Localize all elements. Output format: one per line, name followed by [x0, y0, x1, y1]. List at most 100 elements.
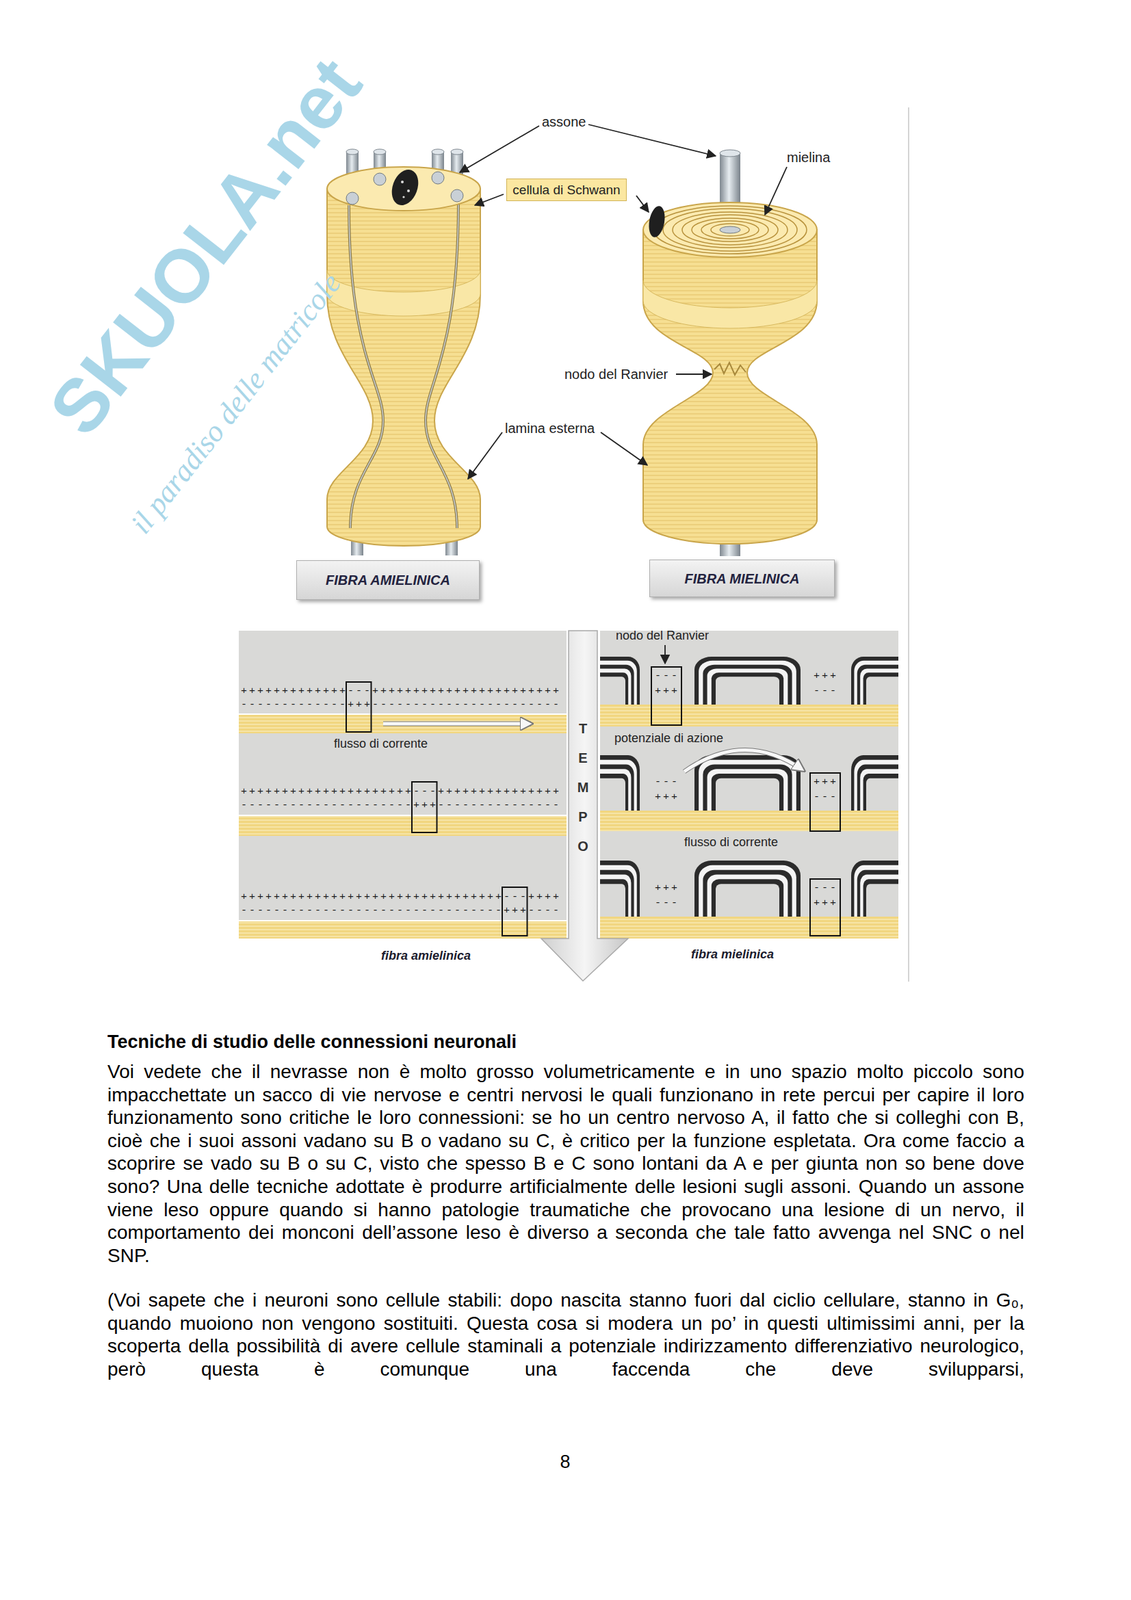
- body-paragraph: (Voi sapete che i neuroni sono cellule s…: [107, 1289, 1025, 1381]
- watermark: SKUOLA.net: [34, 43, 377, 450]
- myelin-lamella: [653, 205, 807, 254]
- myelin-segment: [851, 755, 899, 862]
- charge-row: ++++++++++++++++++++++++++++++++---++++: [240, 891, 562, 904]
- leader-line: [636, 195, 649, 213]
- external-lamina-band: [327, 270, 481, 317]
- nucleus: [387, 165, 423, 209]
- myelin-segment: [600, 755, 640, 862]
- box-label: cellula di Schwann: [512, 182, 620, 198]
- charge-row: --------------------------------+++----: [240, 905, 562, 918]
- axon-section: [719, 226, 741, 234]
- figure-title-box: FIBRA AMIELINICA: [296, 560, 480, 601]
- figure-title-box: FIBRA MIELINICA: [649, 559, 835, 598]
- charge-mark: +++: [813, 670, 839, 683]
- membrane-line: [238, 713, 567, 715]
- part-label: mielina: [786, 149, 830, 166]
- nucleus-dot: [407, 189, 410, 193]
- axon-band: [600, 916, 899, 939]
- membrane-line: [238, 814, 567, 817]
- leader-line: [664, 645, 666, 664]
- axon-band: [600, 704, 899, 727]
- axon-section: [431, 171, 445, 185]
- axon-end: [373, 149, 386, 155]
- myelin-lamella: [701, 221, 759, 239]
- nucleus-dot: [400, 180, 404, 184]
- panel-ground: [238, 630, 567, 939]
- charge-row: +++++++++++++---+++++++++++++++++++++++: [240, 685, 562, 698]
- nucleus: [646, 204, 668, 239]
- body-paragraph: Voi vedete che il nevrasse non è molto g…: [107, 1060, 1025, 1268]
- myelin-lamella: [710, 223, 750, 237]
- leader-line: [764, 166, 787, 215]
- myelin-lamella: [672, 212, 788, 248]
- leader-line: [468, 432, 503, 479]
- external-lamina-band: [643, 280, 817, 329]
- myelin-segment: [851, 656, 899, 749]
- myelinated-conduction: [567, 645, 927, 969]
- axon-section: [373, 173, 386, 186]
- axon-groove: [425, 202, 459, 529]
- axon-band: [238, 714, 567, 734]
- panel-caption: fibra amielinica: [381, 948, 471, 964]
- charge-mark: ---: [654, 670, 680, 683]
- current-label: flusso di corrente: [333, 736, 428, 752]
- action-potential-box: [810, 879, 841, 936]
- axon-band: [600, 810, 899, 832]
- myelin-segments: [600, 656, 899, 939]
- action-potential-box: [651, 667, 682, 726]
- fibre-top-face: [643, 202, 817, 258]
- axon-section: [346, 192, 359, 205]
- part-label: assone: [541, 113, 587, 130]
- axon-end: [719, 149, 741, 157]
- figure-border: [907, 107, 910, 982]
- part-label: lamina esterna: [504, 420, 595, 437]
- axon-end: [346, 149, 359, 155]
- membrane-line: [238, 920, 567, 922]
- callout-box: cellula di Schwann: [506, 178, 627, 202]
- charge-mark: +++: [654, 685, 680, 698]
- axon-end: [450, 149, 464, 155]
- section-heading: Tecniche di studio delle connessioni neu…: [107, 1031, 517, 1053]
- current-label: flusso di corrente: [684, 834, 778, 850]
- myelinated-fibre: [643, 149, 817, 557]
- part-label: potenziale di azione: [614, 730, 724, 746]
- charge-row: +++++++++++++++++++++---+++++++++++++++: [240, 786, 562, 799]
- charge-mark: +++: [813, 776, 839, 789]
- charge-mark: ---: [654, 776, 680, 789]
- myelin-sheath-body: [643, 229, 817, 544]
- unmyelinated-fibre: [327, 149, 481, 556]
- axon-band: [238, 815, 567, 837]
- leader-lines: [459, 124, 787, 479]
- myelin-lamella: [682, 214, 778, 245]
- leader-line: [474, 194, 504, 206]
- axon-section: [450, 189, 464, 202]
- leader-line: [588, 124, 716, 156]
- leader-line: [676, 373, 712, 375]
- myelin-segment: [600, 860, 640, 939]
- axon-groove: [425, 202, 459, 529]
- panel-caption: fibra mielinica: [691, 946, 774, 962]
- node-of-ranvier-mark: [714, 362, 746, 375]
- box-label: FIBRA MIELINICA: [684, 570, 800, 588]
- current-arrow-outline: [383, 721, 531, 727]
- part-label: nodo del Ranvier: [615, 628, 709, 644]
- current-arrow: [383, 722, 531, 726]
- myelin-lamella: [691, 218, 769, 242]
- axon-end: [431, 149, 445, 155]
- charge-row: -------------+++-----------------------: [240, 699, 562, 712]
- axon-groove: [348, 205, 384, 529]
- charge-mark: +++: [654, 882, 680, 895]
- page-number: 8: [559, 1451, 570, 1473]
- charge-mark: ---: [813, 882, 839, 895]
- charge-mark: ---: [813, 685, 839, 698]
- saltatory-current-arrow: [684, 749, 804, 772]
- myelin-lamella: [663, 208, 798, 252]
- action-potential-box: [810, 773, 841, 832]
- schwann-cell-body: [327, 188, 481, 546]
- charge-mark: ---: [654, 897, 680, 910]
- myelin-segment: [851, 860, 899, 939]
- charge-mark: +++: [654, 791, 680, 804]
- leader-line: [459, 125, 540, 173]
- leader-line: [600, 432, 648, 466]
